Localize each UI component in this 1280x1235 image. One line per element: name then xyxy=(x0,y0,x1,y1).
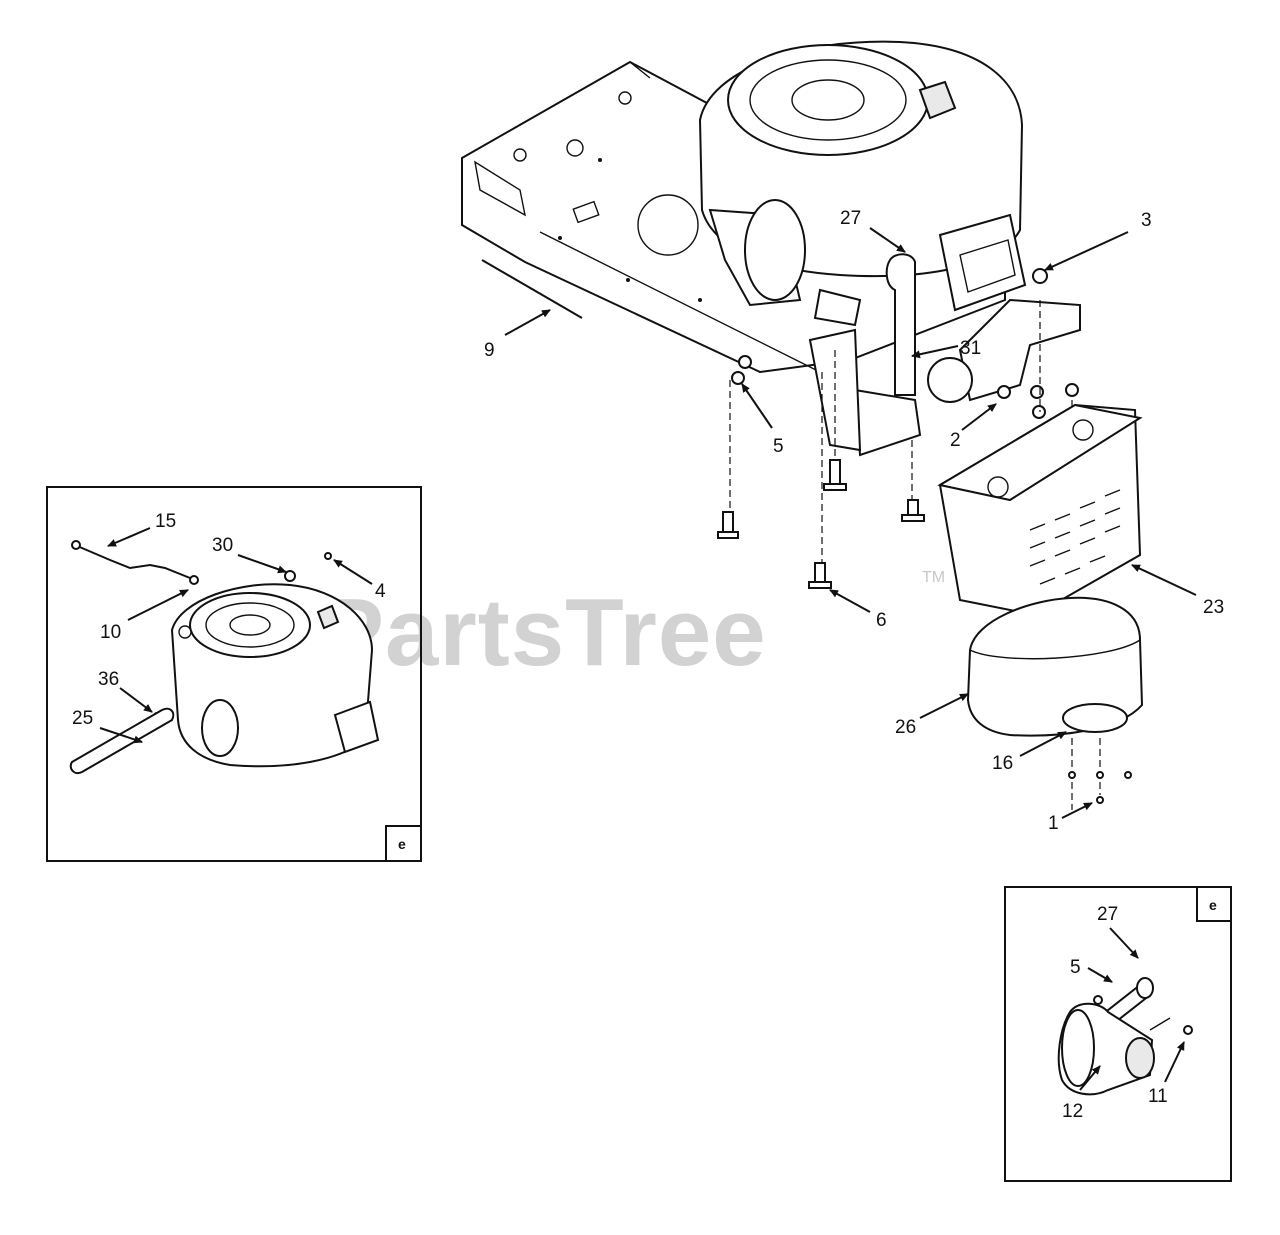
inset-engine-callout-36: 36 xyxy=(98,669,119,690)
muffler xyxy=(966,596,1144,737)
inset-engine-callout-25: 25 xyxy=(72,708,93,729)
inset-engine-tag: e xyxy=(398,836,406,852)
inset-engine: e 15 30 4 10 36 25 xyxy=(46,486,422,862)
cable-tie xyxy=(481,259,583,319)
callout-16: 16 xyxy=(992,753,1013,774)
callout-31: 31 xyxy=(960,338,981,359)
callout-5: 5 xyxy=(773,436,784,457)
fasteners-main xyxy=(717,268,1101,810)
svg-text:TM: TM xyxy=(922,569,945,586)
inset-engine-callout-10: 10 xyxy=(100,622,121,643)
callout-26: 26 xyxy=(895,717,916,738)
svg-text:PartsTree: PartsTree xyxy=(320,579,767,686)
callout-1: 1 xyxy=(1048,813,1059,834)
leaders-main xyxy=(504,227,1197,819)
engine-main xyxy=(698,40,1081,457)
inset-muffler-callout-12: 12 xyxy=(1062,1101,1083,1122)
inset-engine-callout-30: 30 xyxy=(212,535,233,556)
inset-muffler-callout-5: 5 xyxy=(1070,957,1081,978)
callout-27: 27 xyxy=(840,208,861,229)
inset-engine-callout-4: 4 xyxy=(375,581,386,602)
inset-muffler-callout-27: 27 xyxy=(1097,904,1118,925)
inset-muffler-callout-11: 11 xyxy=(1148,1086,1168,1107)
callout-3: 3 xyxy=(1141,210,1152,231)
watermark: PartsTree TM xyxy=(320,569,945,686)
heat-shield xyxy=(937,403,1143,617)
callout-6: 6 xyxy=(876,610,887,631)
inset-muffler-tag: e xyxy=(1209,897,1217,913)
inset-muffler: e 27 5 12 11 xyxy=(1004,886,1232,1182)
callout-2: 2 xyxy=(950,430,961,451)
callout-9: 9 xyxy=(484,340,495,361)
muffler-screws xyxy=(1068,771,1132,804)
inset-engine-callout-15: 15 xyxy=(155,511,176,532)
callouts-main: 27 3 9 31 5 2 6 23 26 16 1 xyxy=(484,208,1224,834)
callout-23: 23 xyxy=(1203,597,1224,618)
